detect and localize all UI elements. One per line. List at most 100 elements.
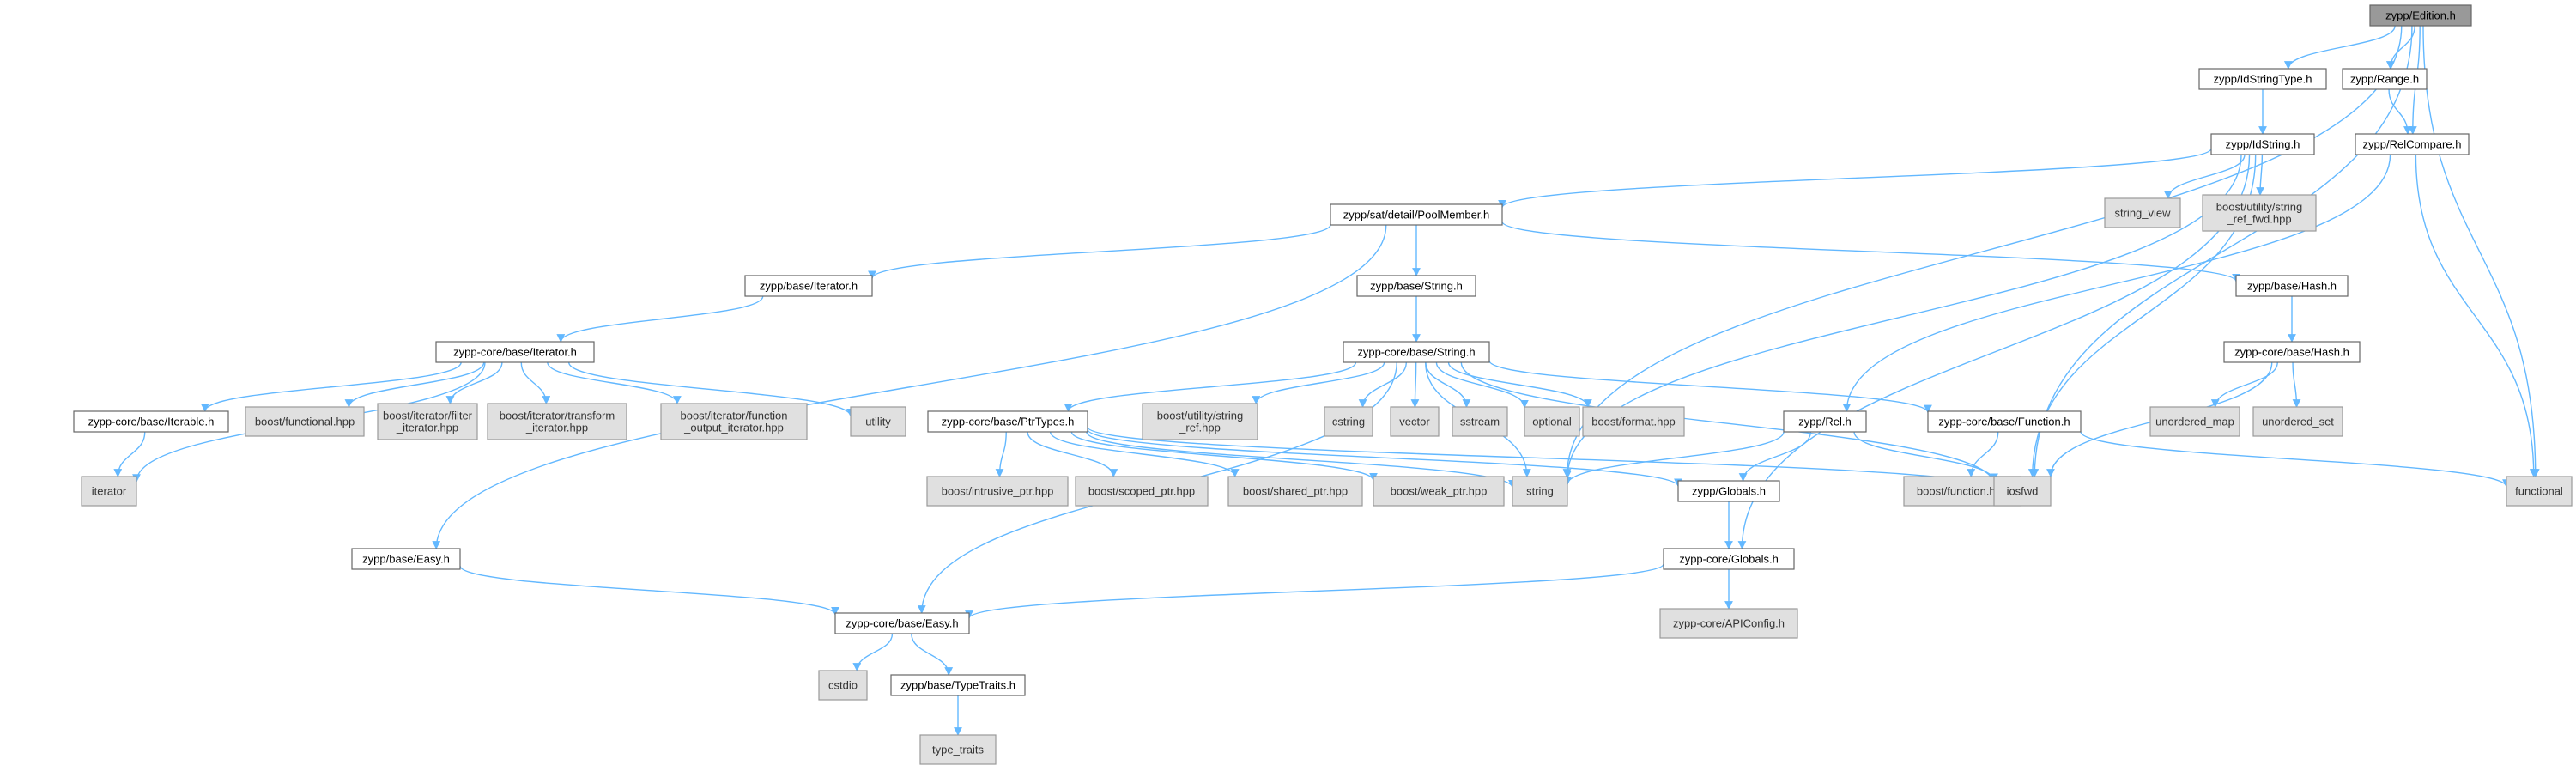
node-idstringtype[interactable]: zypp/IdStringType.h — [2198, 68, 2327, 90]
node-core_string[interactable]: zypp-core/base/String.h — [1343, 341, 1490, 363]
node-label-transform_iterator: boost/iterator/transform — [500, 410, 615, 422]
edge-range-to-relcompare — [2388, 88, 2412, 135]
edge-core_string-to-cstring — [1358, 361, 1407, 408]
node-label-edition: zypp/Edition.h — [2385, 9, 2456, 22]
node-label-cstdio: cstdio — [828, 679, 858, 692]
node-ptrtypes[interactable]: zypp-core/base/PtrTypes.h — [927, 410, 1088, 433]
node-label-core_iterator: zypp-core/base/Iterator.h — [453, 346, 577, 359]
node-label-rel: zypp/Rel.h — [1798, 416, 1851, 428]
node-label-sstream: sstream — [1460, 416, 1500, 428]
node-string_ref_fwd: boost/utility/string_ref_fwd.hpp — [2202, 194, 2317, 232]
node-edition[interactable]: zypp/Edition.h — [2369, 4, 2472, 27]
edge-layer — [113, 25, 2540, 736]
node-label-string_view: string_view — [2114, 207, 2171, 220]
node-label-function_output_iterator: boost/iterator/function — [680, 410, 787, 422]
node-box-core_string — [1343, 341, 1490, 363]
node-box-base_easy — [351, 548, 461, 570]
node-label-string_ref_fwd: _ref_fwd.hpp — [2226, 213, 2291, 226]
node-label-apiconfig: zypp-core/APIConfig.h — [1673, 617, 1785, 630]
edge-core_string-to-ptrtypes — [1064, 361, 1357, 412]
edge-base_iterator-to-core_iterator — [556, 295, 764, 343]
node-string_view: string_view — [2104, 197, 2181, 228]
node-label-type_traits: type_traits — [932, 744, 984, 756]
node-base_hash[interactable]: zypp/base/Hash.h — [2235, 275, 2349, 297]
node-idstring[interactable]: zypp/IdString.h — [2210, 133, 2315, 155]
node-label-string_ref: _ref.hpp — [1179, 422, 1221, 434]
node-core_function[interactable]: zypp-core/base/Function.h — [1927, 410, 2082, 433]
node-box-idstringtype — [2198, 68, 2327, 90]
node-box-unordered_map — [2149, 406, 2240, 437]
edge-ptrtypes-to-weak_ptr — [1070, 431, 1378, 482]
edge-ptrtypes-to-scoped_ptr — [1027, 431, 1118, 477]
node-box-string_ref_fwd — [2202, 194, 2317, 232]
edge-poolmember-to-base_iterator — [868, 224, 1331, 280]
node-label-unordered_map: unordered_map — [2155, 416, 2234, 428]
node-box-string_ref — [1142, 403, 1258, 440]
node-unordered_map: unordered_map — [2149, 406, 2240, 437]
node-label-transform_iterator: _iterator.hpp — [525, 422, 588, 434]
node-range[interactable]: zypp/Range.h — [2342, 68, 2428, 90]
node-label-base_hash: zypp/base/Hash.h — [2247, 280, 2337, 293]
node-label-vector: vector — [1399, 416, 1430, 428]
edge-idstring-to-string_view — [2163, 154, 2246, 199]
node-string: string — [1512, 476, 1568, 507]
node-box-utility — [850, 406, 906, 437]
node-iterator: iterator — [81, 476, 137, 507]
node-label-ptrtypes: zypp-core/base/PtrTypes.h — [942, 416, 1075, 428]
node-box-apiconfig — [1659, 608, 1798, 639]
node-core_iterator[interactable]: zypp-core/base/Iterator.h — [435, 341, 595, 363]
node-label-utility: utility — [865, 416, 891, 428]
node-label-string: string — [1526, 485, 1554, 498]
edge-core_string-to-optional — [1435, 361, 1529, 409]
node-typetraits[interactable]: zypp/base/TypeTraits.h — [890, 674, 1026, 696]
node-box-iterator — [81, 476, 137, 507]
node-core_easy[interactable]: zypp-core/base/Easy.h — [834, 612, 970, 634]
edge-relcompare-to-rel — [1842, 154, 2391, 412]
node-label-iosfwd: iosfwd — [2007, 485, 2039, 498]
edge-poolmember-to-base_easy — [432, 224, 1387, 549]
node-core_iterable[interactable]: zypp-core/base/Iterable.h — [73, 410, 229, 433]
edge-edition-to-range — [2385, 25, 2415, 70]
node-core_globals[interactable]: zypp-core/Globals.h — [1663, 548, 1795, 570]
node-layer: zypp/Edition.h zypp/IdStringType.h zypp/Ra… — [73, 4, 2573, 765]
edge-core_easy-to-cstdio — [852, 633, 894, 671]
node-box-functional — [2506, 476, 2573, 507]
edge-core_string-to-boost_format — [1447, 361, 1592, 408]
node-label-poolmember: zypp/sat/detail/PoolMember.h — [1343, 209, 1490, 222]
node-box-transform_iterator — [487, 403, 627, 440]
node-box-edition — [2369, 4, 2472, 27]
node-poolmember[interactable]: zypp/sat/detail/PoolMember.h — [1330, 203, 1503, 226]
node-base_easy[interactable]: zypp/base/Easy.h — [351, 548, 461, 570]
edge-edition-to-string — [1562, 25, 2403, 477]
edge-core_iterator-to-transform_iterator — [520, 361, 551, 404]
node-rel[interactable]: zypp/Rel.h — [1783, 410, 1867, 433]
node-box-globals — [1677, 480, 1780, 502]
node-label-core_hash: zypp-core/base/Hash.h — [2234, 346, 2349, 359]
node-functional: functional — [2506, 476, 2573, 507]
node-box-poolmember — [1330, 203, 1503, 226]
node-label-string_ref: boost/utility/string — [1157, 410, 1243, 422]
node-box-function_output_iterator — [660, 403, 808, 440]
node-label-boost_format: boost/format.hpp — [1591, 416, 1676, 428]
node-core_hash[interactable]: zypp-core/base/Hash.h — [2223, 341, 2361, 363]
edge-core_string-to-sstream — [1425, 361, 1471, 408]
node-box-string_view — [2104, 197, 2181, 228]
edge-relcompare-to-functional — [2415, 154, 2538, 477]
node-relcompare[interactable]: zypp/RelCompare.h — [2355, 133, 2470, 155]
edge-core_string-to-iosfwd — [1460, 361, 1998, 486]
node-label-unordered_set: unordered_set — [2262, 416, 2334, 428]
edge-rel-to-globals — [1738, 431, 1812, 482]
node-label-idstringtype: zypp/IdStringType.h — [2214, 73, 2312, 86]
node-label-core_string: zypp-core/base/String.h — [1357, 346, 1475, 359]
node-box-base_hash — [2235, 275, 2349, 297]
node-base_string[interactable]: zypp/base/String.h — [1356, 275, 1476, 297]
node-box-core_iterator — [435, 341, 595, 363]
node-box-string — [1512, 476, 1568, 507]
node-base_iterator[interactable]: zypp/base/Iterator.h — [744, 275, 873, 297]
node-globals[interactable]: zypp/Globals.h — [1677, 480, 1780, 502]
edge-ptrtypes-to-shared_ptr — [1049, 431, 1240, 477]
node-vector: vector — [1390, 406, 1440, 437]
node-utility: utility — [850, 406, 906, 437]
node-box-shared_ptr — [1227, 476, 1363, 507]
node-box-cstdio — [818, 670, 868, 701]
